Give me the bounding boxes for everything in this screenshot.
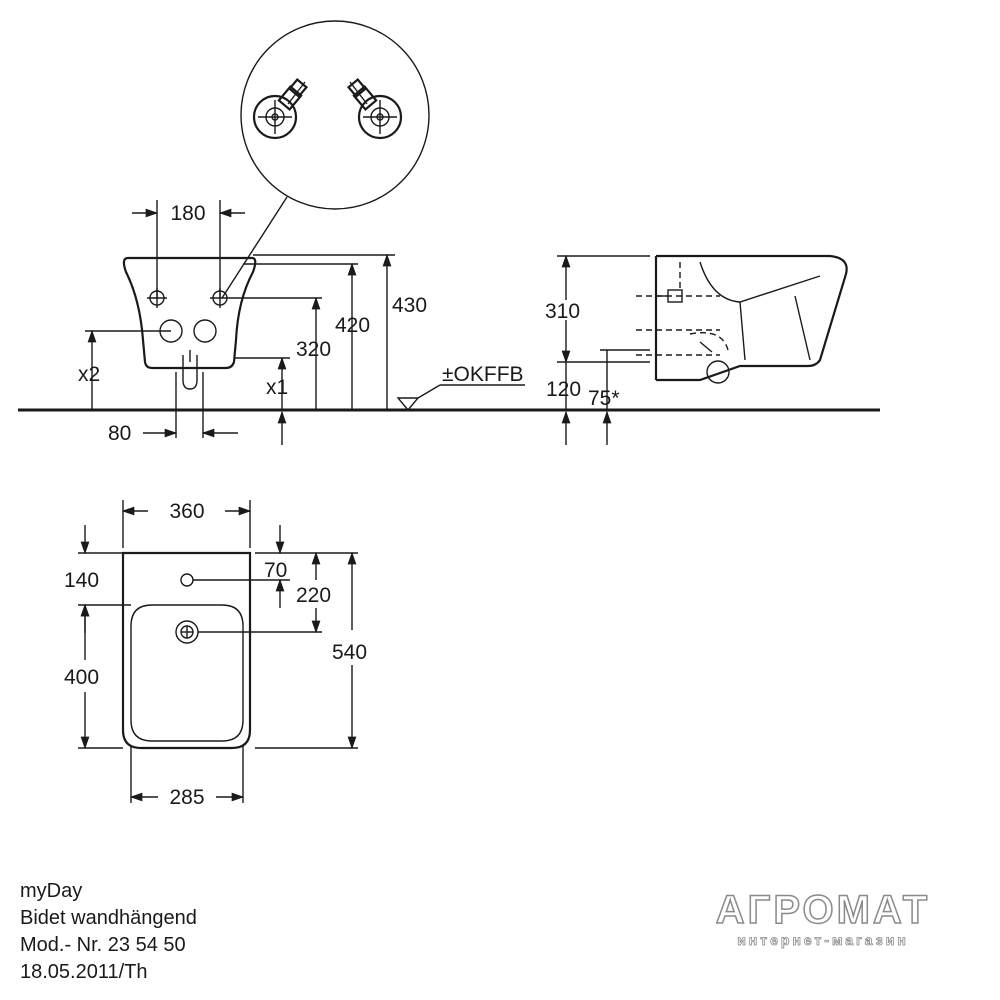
dim-360: 360 bbox=[169, 500, 204, 523]
dim-220: 220 bbox=[296, 584, 331, 607]
dim-310: 310 bbox=[545, 300, 580, 323]
dim-x2: x2 bbox=[78, 363, 100, 386]
model-number: Mod.- Nr. 23 54 50 bbox=[20, 934, 186, 956]
agromat-logo: АГРОМАТ интернет-магазин bbox=[703, 888, 943, 949]
dim-400: 400 bbox=[64, 666, 99, 689]
dim-75: 75* bbox=[588, 387, 620, 410]
top-bowl-outline bbox=[130, 604, 244, 742]
front-bidet-outline bbox=[122, 256, 257, 370]
front-view: 180 430 420 320 x1 x2 80 bbox=[78, 200, 427, 445]
right-valve-detail bbox=[346, 77, 403, 140]
front-drain bbox=[182, 355, 198, 390]
top-bidet-outline bbox=[121, 551, 252, 750]
left-valve-detail bbox=[252, 77, 309, 140]
dim-x1: x1 bbox=[266, 376, 288, 399]
water-connections bbox=[147, 288, 230, 343]
dim-285: 285 bbox=[169, 786, 204, 809]
dim-420: 420 bbox=[335, 314, 370, 337]
drawing-date: 18.05.2011/Th bbox=[20, 961, 148, 983]
detail-circle bbox=[221, 20, 430, 299]
dim-540: 540 bbox=[332, 641, 367, 664]
floor-ref-label: ±OKFFB bbox=[442, 363, 524, 386]
logo-main-text: АГРОМАТ bbox=[715, 888, 931, 932]
dim-80: 80 bbox=[108, 422, 131, 445]
side-bidet-outline bbox=[656, 254, 848, 382]
product-name: myDay bbox=[20, 880, 83, 902]
dim-120: 120 bbox=[546, 378, 581, 401]
title-block: myDay Bidet wandhängend Mod.- Nr. 23 54 … bbox=[20, 878, 197, 986]
dim-140: 140 bbox=[64, 569, 99, 592]
dim-70: 70 bbox=[264, 559, 287, 582]
top-view: 360 140 400 70 220 540 285 bbox=[64, 500, 367, 809]
side-view: 310 120 75* bbox=[545, 254, 848, 445]
floor-reference: ±OKFFB bbox=[396, 363, 525, 412]
logo-sub-text: интернет-магазин bbox=[737, 932, 909, 949]
dim-180: 180 bbox=[170, 202, 205, 225]
product-description: Bidet wandhängend bbox=[20, 907, 197, 929]
dim-320: 320 bbox=[296, 338, 331, 361]
dim-430: 430 bbox=[392, 294, 427, 317]
